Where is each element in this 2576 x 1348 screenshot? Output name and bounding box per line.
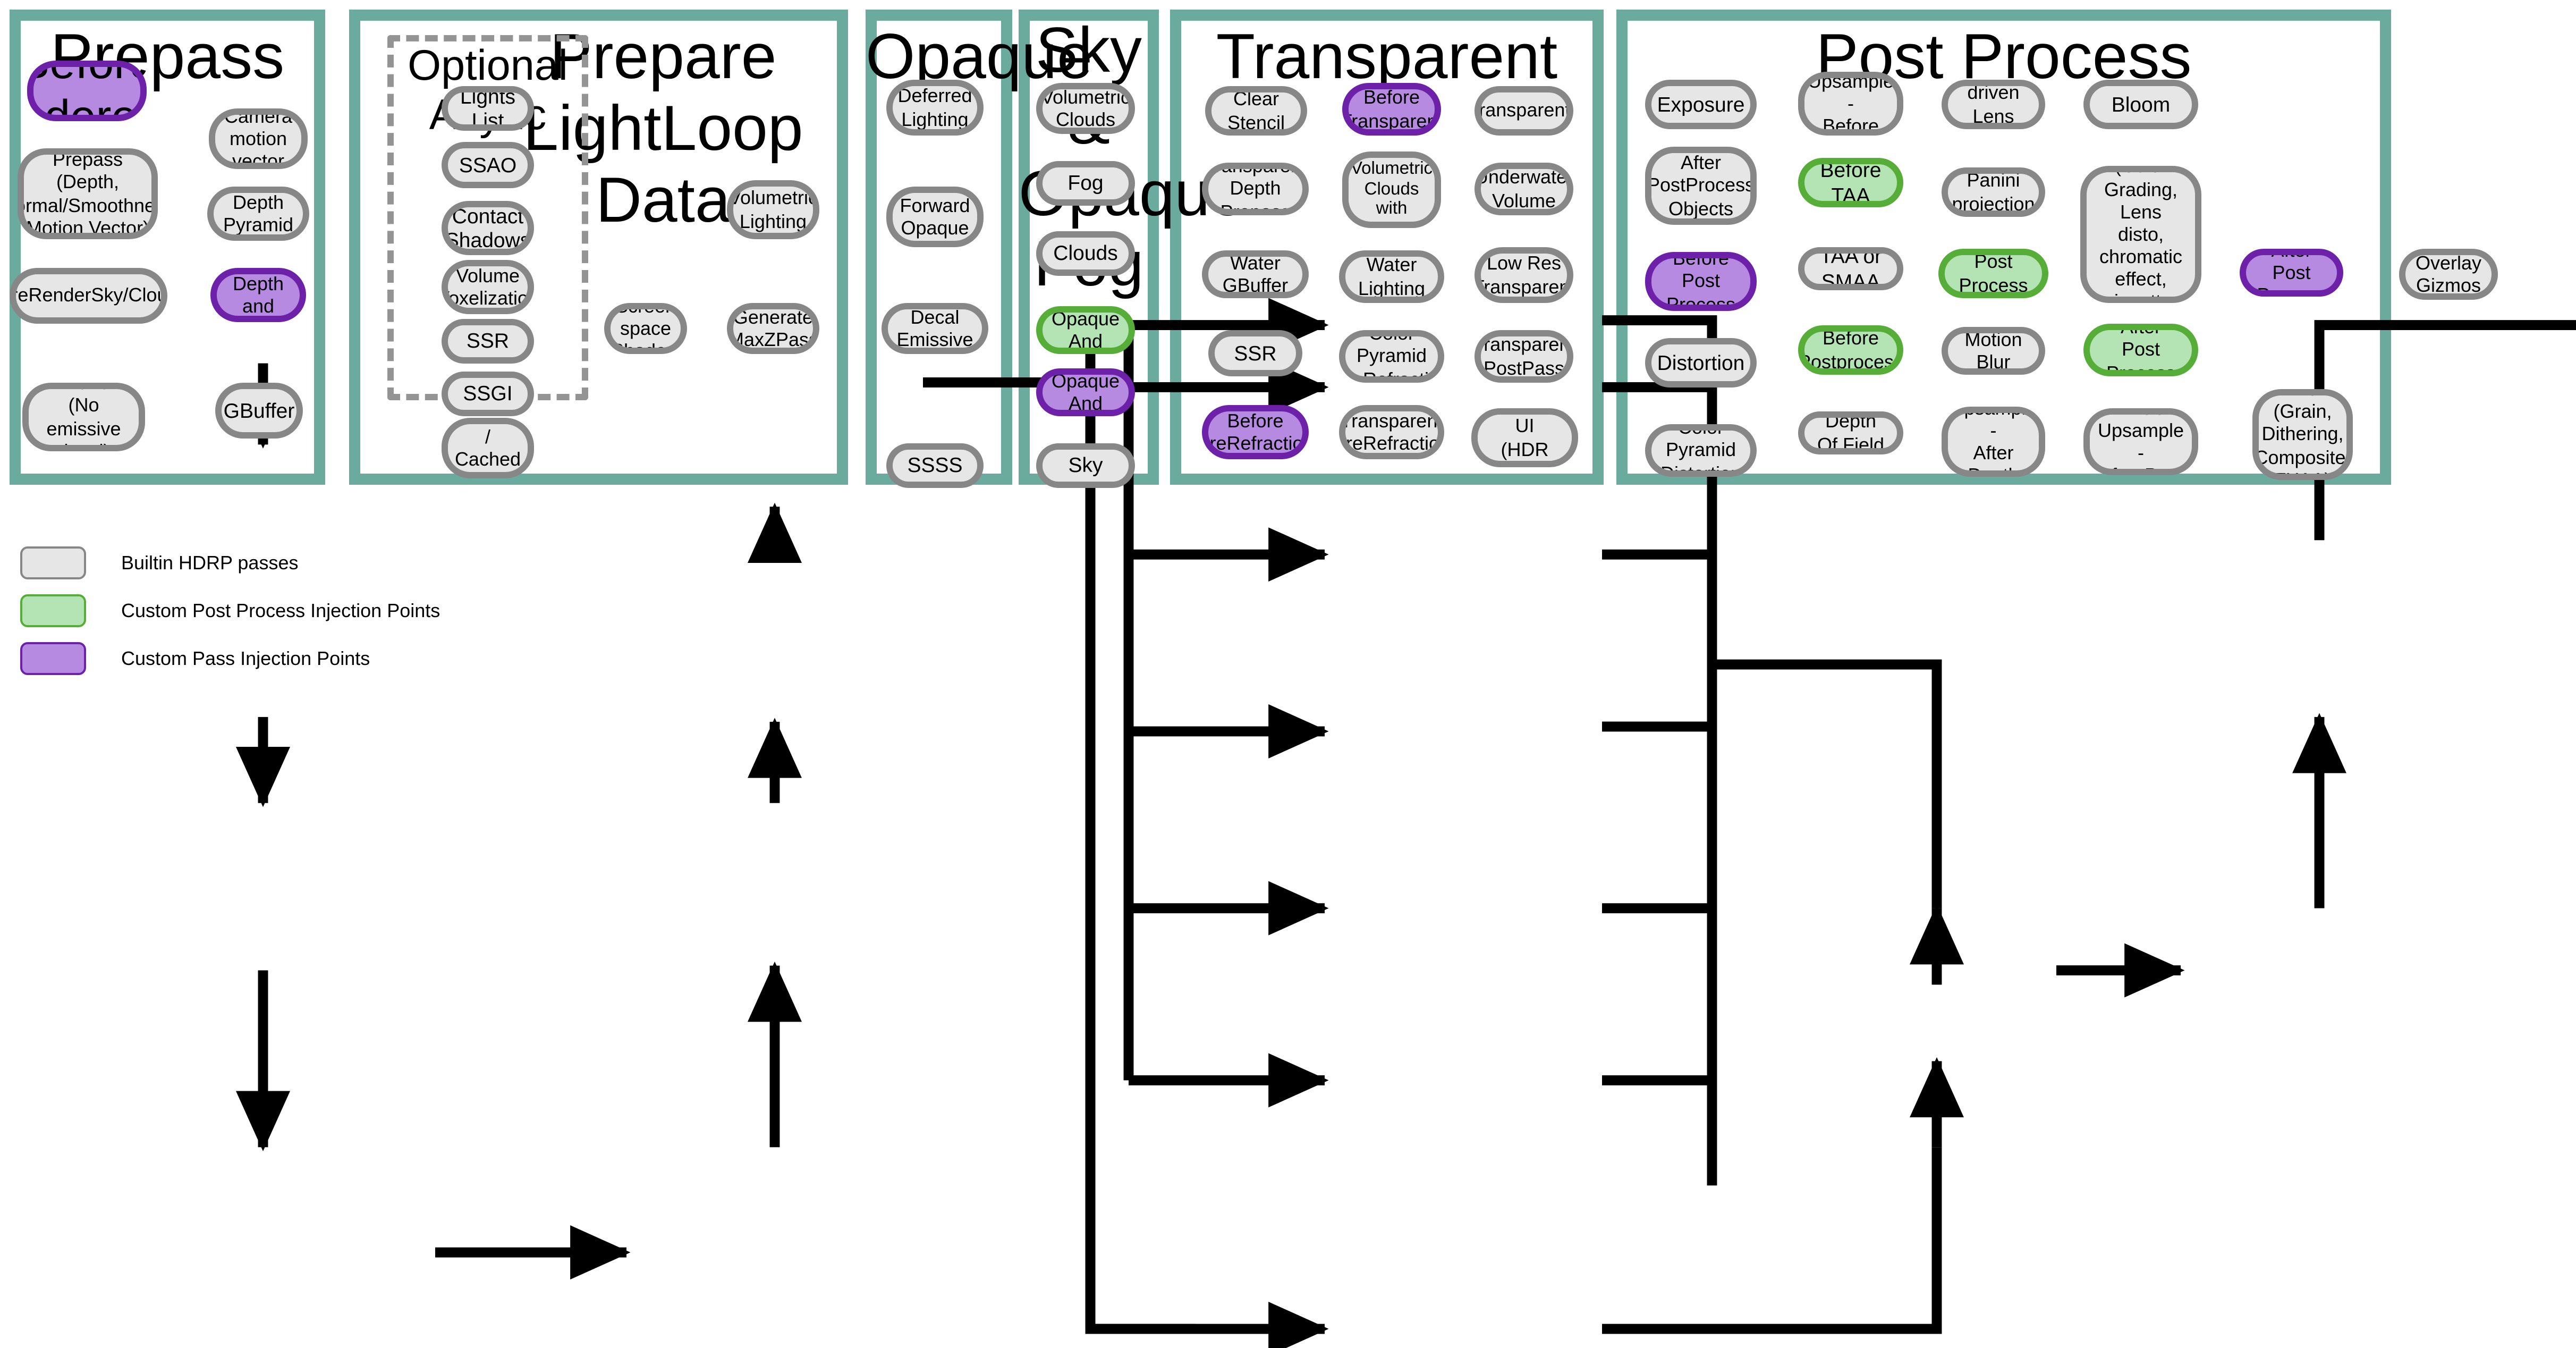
legend-label-builtin: Builtin HDRP passes — [121, 552, 299, 574]
node-after-post-process-blurs[interactable]: After Post Process Blurs — [1938, 249, 2048, 298]
section-title-transparent: Transparent — [1216, 22, 1558, 92]
node-generate-maxzpass[interactable]: Generate MaxZPass — [727, 303, 819, 354]
node-before-prerefraction[interactable]: Before PreRefraction — [1202, 405, 1309, 459]
node-uber[interactable]: Uber (Color Grading, Lens disto, chromat… — [2080, 166, 2201, 303]
node-exposure[interactable]: Exposure — [1645, 80, 1757, 129]
node-gbuffer[interactable]: GBuffer — [215, 383, 303, 439]
node-ssss[interactable]: SSSS — [886, 443, 984, 488]
node-water-lighting[interactable]: Water Lighting — [1339, 250, 1444, 303]
node-bloom[interactable]: Bloom — [2083, 80, 2198, 129]
node-ssgi[interactable]: SSGI — [442, 372, 534, 416]
node-fog[interactable]: Fog — [1036, 161, 1135, 206]
legend-swatch-builtin — [20, 546, 86, 579]
node-before-postprocess[interactable]: Before Postprocess — [1798, 325, 1903, 375]
node-underwater-volume[interactable]: Underwater Volume — [1475, 163, 1573, 215]
node-dlss-upsample-after-post[interactable]: DLSS Upsample - After Post — [2083, 408, 2198, 475]
node-prepass-depth[interactable]: Prepass (Depth, Normal/Smoothness Motion… — [18, 148, 158, 239]
node-low-res-transparent[interactable]: Low Res Transparent — [1475, 247, 1573, 303]
node-transparent-depth-prepass[interactable]: Transparent Depth Prepass — [1202, 163, 1309, 215]
node-volumetric-clouds[interactable]: Volumetric Clouds — [1036, 83, 1135, 134]
node-deferred-lighting[interactable]: Deferred Lighting — [886, 80, 984, 136]
node-distortion[interactable]: Distortion — [1645, 338, 1757, 387]
legend: Builtin HDRP passes Custom Post Process … — [0, 537, 744, 675]
node-ssr-transparent[interactable]: SSR — [1208, 330, 1302, 376]
node-motion-blur[interactable]: Motion Blur — [1942, 327, 2045, 375]
legend-row-custom-pass: Custom Pass Injection Points — [20, 642, 370, 675]
node-depth-pyramid[interactable]: Depth Pyramid — [207, 187, 309, 241]
node-color-pyramid-distortion[interactable]: Color Pyramid Distortion — [1645, 424, 1757, 477]
node-color-pyramid-prerefraction[interactable]: Color Pyramid PreRefraction — [1339, 330, 1444, 383]
legend-swatch-custom-postprocess — [20, 594, 86, 627]
node-after-postprocess-objects[interactable]: After PostProcess Objects — [1645, 147, 1757, 225]
node-depth-of-field[interactable]: Depth Of Field — [1798, 411, 1903, 454]
node-overlay-gizmos[interactable]: Overlay Gizmos — [2399, 249, 2498, 300]
node-prerendersky-cloud[interactable]: PreRenderSky/Cloud — [10, 268, 167, 324]
node-after-opaque-and-sky-custompass[interactable]: After Opaque And Sky — [1036, 368, 1135, 416]
node-volume-voxelization[interactable]: Volume Voxelization — [442, 260, 534, 314]
node-transparents[interactable]: Transparents — [1475, 86, 1573, 136]
legend-row-builtin: Builtin HDRP passes — [20, 546, 298, 579]
node-volumetric-lighting[interactable]: Volumetric Lighting — [727, 180, 819, 239]
node-decal-emissive[interactable]: Decal Emissive — [882, 303, 988, 354]
section-lightloop — [349, 10, 848, 485]
node-after-opaque-and-sky-postprocess[interactable]: After Opaque And Sky — [1036, 306, 1135, 354]
node-sky[interactable]: Sky — [1036, 443, 1135, 488]
node-clouds[interactable]: Clouds — [1036, 231, 1135, 276]
node-screen-space-shadow[interactable]: Screen space Shadow — [604, 303, 687, 354]
legend-row-custom-postprocess: Custom Post Process Injection Points — [20, 594, 440, 627]
node-shadows-cached-shadows[interactable]: Shadows / Cached shadows — [442, 418, 534, 478]
node-panini-projection[interactable]: Panini projection — [1942, 167, 2045, 217]
node-after-post-process-postprocess[interactable]: After Post Process — [2083, 324, 2198, 376]
node-before-transparent[interactable]: Before Transparent — [1342, 83, 1441, 136]
node-before-rendering[interactable]: Before Renderering — [27, 61, 147, 121]
node-camera-motion-vector[interactable]: Camera motion vector — [209, 108, 308, 169]
node-ssr-async[interactable]: SSR — [442, 319, 534, 364]
legend-label-custom-pass: Custom Pass Injection Points — [121, 647, 370, 669]
node-data-driven-lens-flare[interactable]: Data driven Lens Flare — [1942, 80, 2045, 129]
node-dbuffer[interactable]: DBuffer (No emissive decal) — [22, 383, 145, 451]
node-taa-or-smaa[interactable]: TAA or SMAA — [1798, 247, 1903, 290]
node-dlss-upsample-before-post[interactable]: DLSS Upsample - Before Post — [1798, 72, 1903, 136]
node-before-post-process[interactable]: Before Post Process — [1645, 252, 1757, 311]
node-transparent-ui-hdr-output[interactable]: Transparent UI (HDR output) — [1471, 408, 1578, 467]
node-after-depth-and-normal[interactable]: After Depth and Normal — [210, 268, 306, 322]
legend-label-custom-postprocess: Custom Post Process Injection Points — [121, 600, 440, 621]
node-combine-volumetric-clouds-with-water[interactable]: Combine Volumetric Clouds with Water — [1342, 151, 1441, 228]
node-before-taa[interactable]: Before TAA — [1798, 158, 1903, 207]
node-final[interactable]: Final (Grain, Dithering, Composite, FXAA… — [2252, 389, 2353, 480]
node-clear-stencil[interactable]: Clear Stencil — [1205, 86, 1307, 136]
node-ssao[interactable]: SSAO — [442, 142, 534, 188]
node-dlss-upsample-after-depth-of-field[interactable]: DLSS Upsample - After Depth Of Field — [1942, 407, 2045, 477]
node-contact-shadows[interactable]: Contact Shadows — [442, 201, 534, 255]
legend-swatch-custom-pass — [20, 642, 86, 675]
node-water-gbuffer[interactable]: Water GBuffer — [1202, 250, 1309, 298]
node-transparent-prerefraction[interactable]: Transparent PreRefraction — [1339, 405, 1444, 459]
node-forward-opaque[interactable]: Forward Opaque — [886, 187, 984, 247]
node-after-post-process-custompass[interactable]: After Post Process — [2240, 249, 2343, 297]
node-transparent-postpass[interactable]: Transparent PostPass — [1475, 330, 1573, 383]
node-lights-list[interactable]: Lights List — [442, 86, 534, 131]
